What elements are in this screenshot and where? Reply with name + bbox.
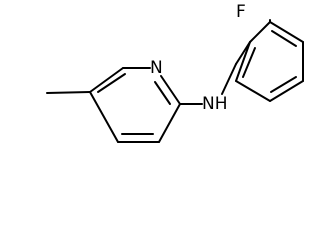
bond-b2-b3-double [271, 30, 297, 47]
bond-b4-b5 [269, 80, 304, 102]
bond-b4-b5-double [270, 76, 297, 93]
bond-n1-c2-double [154, 81, 171, 105]
amine-nh-label: NH [202, 94, 228, 114]
bond-c4-c5 [89, 91, 119, 143]
bond-b2-b3 [269, 21, 304, 43]
methyl-bond [46, 91, 91, 94]
bond-b6-b1-double [242, 47, 256, 78]
bond-c5-c6 [89, 67, 124, 93]
bond-c2-c3 [158, 103, 181, 143]
fluorine-label: F [236, 2, 246, 22]
benzene-ring [235, 21, 304, 102]
bond-n1-c2 [160, 75, 181, 105]
bond-b1-b2 [249, 21, 271, 43]
pyridine-nitrogen-label: N [150, 58, 163, 78]
bond-b6-b1 [235, 41, 251, 82]
bond-c5-c6-double [97, 73, 126, 93]
chemical-structure-diagram: F N NH [46, 2, 304, 143]
bond-nh-ch2 [221, 63, 237, 95]
bond-b5-b6 [235, 80, 271, 102]
pyridine-ring [89, 67, 181, 143]
